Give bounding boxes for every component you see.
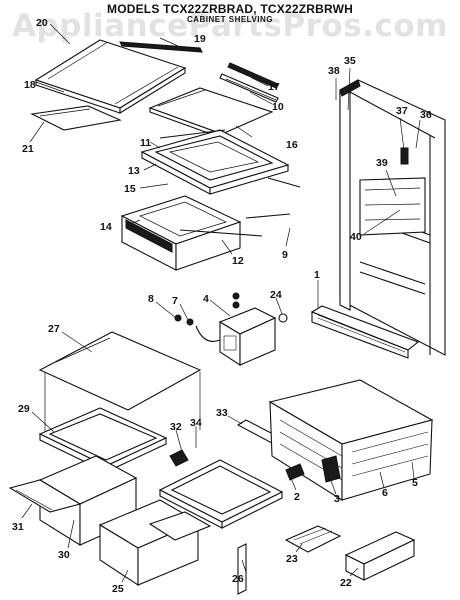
glass-shelf-upper (30, 39, 203, 131)
callout-18: 18 (24, 79, 36, 91)
callout-5: 5 (412, 477, 418, 489)
callout-12: 12 (232, 255, 244, 267)
callout-14: 14 (100, 221, 112, 233)
callout-24: 24 (270, 289, 282, 301)
leader-lines (21, 23, 421, 583)
callout-27: 27 (48, 323, 60, 335)
shelf-16 (148, 87, 274, 139)
callout-34: 34 (190, 417, 202, 429)
callout-20: 20 (36, 17, 48, 29)
diagram-subtitle: CABINET SHELVING (186, 15, 274, 24)
cabinet-liner (339, 79, 446, 356)
trim-strips (219, 62, 279, 103)
control-housing (174, 292, 288, 367)
callout-22: 22 (340, 577, 352, 589)
callout-23: 23 (286, 553, 298, 565)
base-grille (310, 305, 420, 359)
callout-31: 31 (12, 521, 24, 533)
callout-32: 32 (170, 421, 182, 433)
callout-29: 29 (18, 403, 30, 415)
callout-40: 40 (350, 231, 362, 243)
callout-35: 35 (344, 55, 356, 67)
callout-7: 7 (172, 295, 178, 307)
callout-38: 38 (328, 65, 340, 77)
glass-shelf-27 (38, 331, 202, 440)
callout-labels: 20 19 18 17 10 16 21 11 13 15 14 12 9 35… (12, 17, 432, 595)
crisper-cover-frame (140, 129, 301, 195)
callout-2: 2 (294, 491, 300, 503)
callout-37: 37 (396, 105, 408, 117)
callout-19: 19 (194, 33, 206, 45)
crisper-drawer-14 (120, 195, 291, 271)
callout-36: 36 (420, 109, 432, 121)
callout-10: 10 (272, 101, 284, 113)
callout-26: 26 (232, 573, 244, 585)
callout-25: 25 (112, 583, 124, 595)
callout-33: 33 (216, 407, 228, 419)
callout-9: 9 (282, 249, 288, 261)
callout-17: 17 (268, 81, 280, 93)
callout-21: 21 (22, 143, 34, 155)
callout-4: 4 (203, 293, 209, 305)
crisper-frame-29 (38, 407, 168, 473)
diagram-title: MODELS TCX22ZRBRAD, TCX22ZRBRWH (107, 2, 353, 16)
callout-16: 16 (286, 139, 298, 151)
callout-13: 13 (128, 165, 140, 177)
callout-8: 8 (148, 293, 154, 305)
callout-1: 1 (314, 269, 320, 281)
callout-6: 6 (382, 487, 388, 499)
lower-drawers (8, 455, 200, 587)
callout-39: 39 (376, 157, 388, 169)
wire-basket (236, 379, 434, 501)
crisper-frame-right (148, 449, 284, 541)
callout-3: 3 (334, 493, 340, 505)
callout-15: 15 (124, 183, 136, 195)
callout-11: 11 (140, 137, 151, 149)
small-parts (237, 463, 416, 595)
callout-30: 30 (58, 549, 70, 561)
